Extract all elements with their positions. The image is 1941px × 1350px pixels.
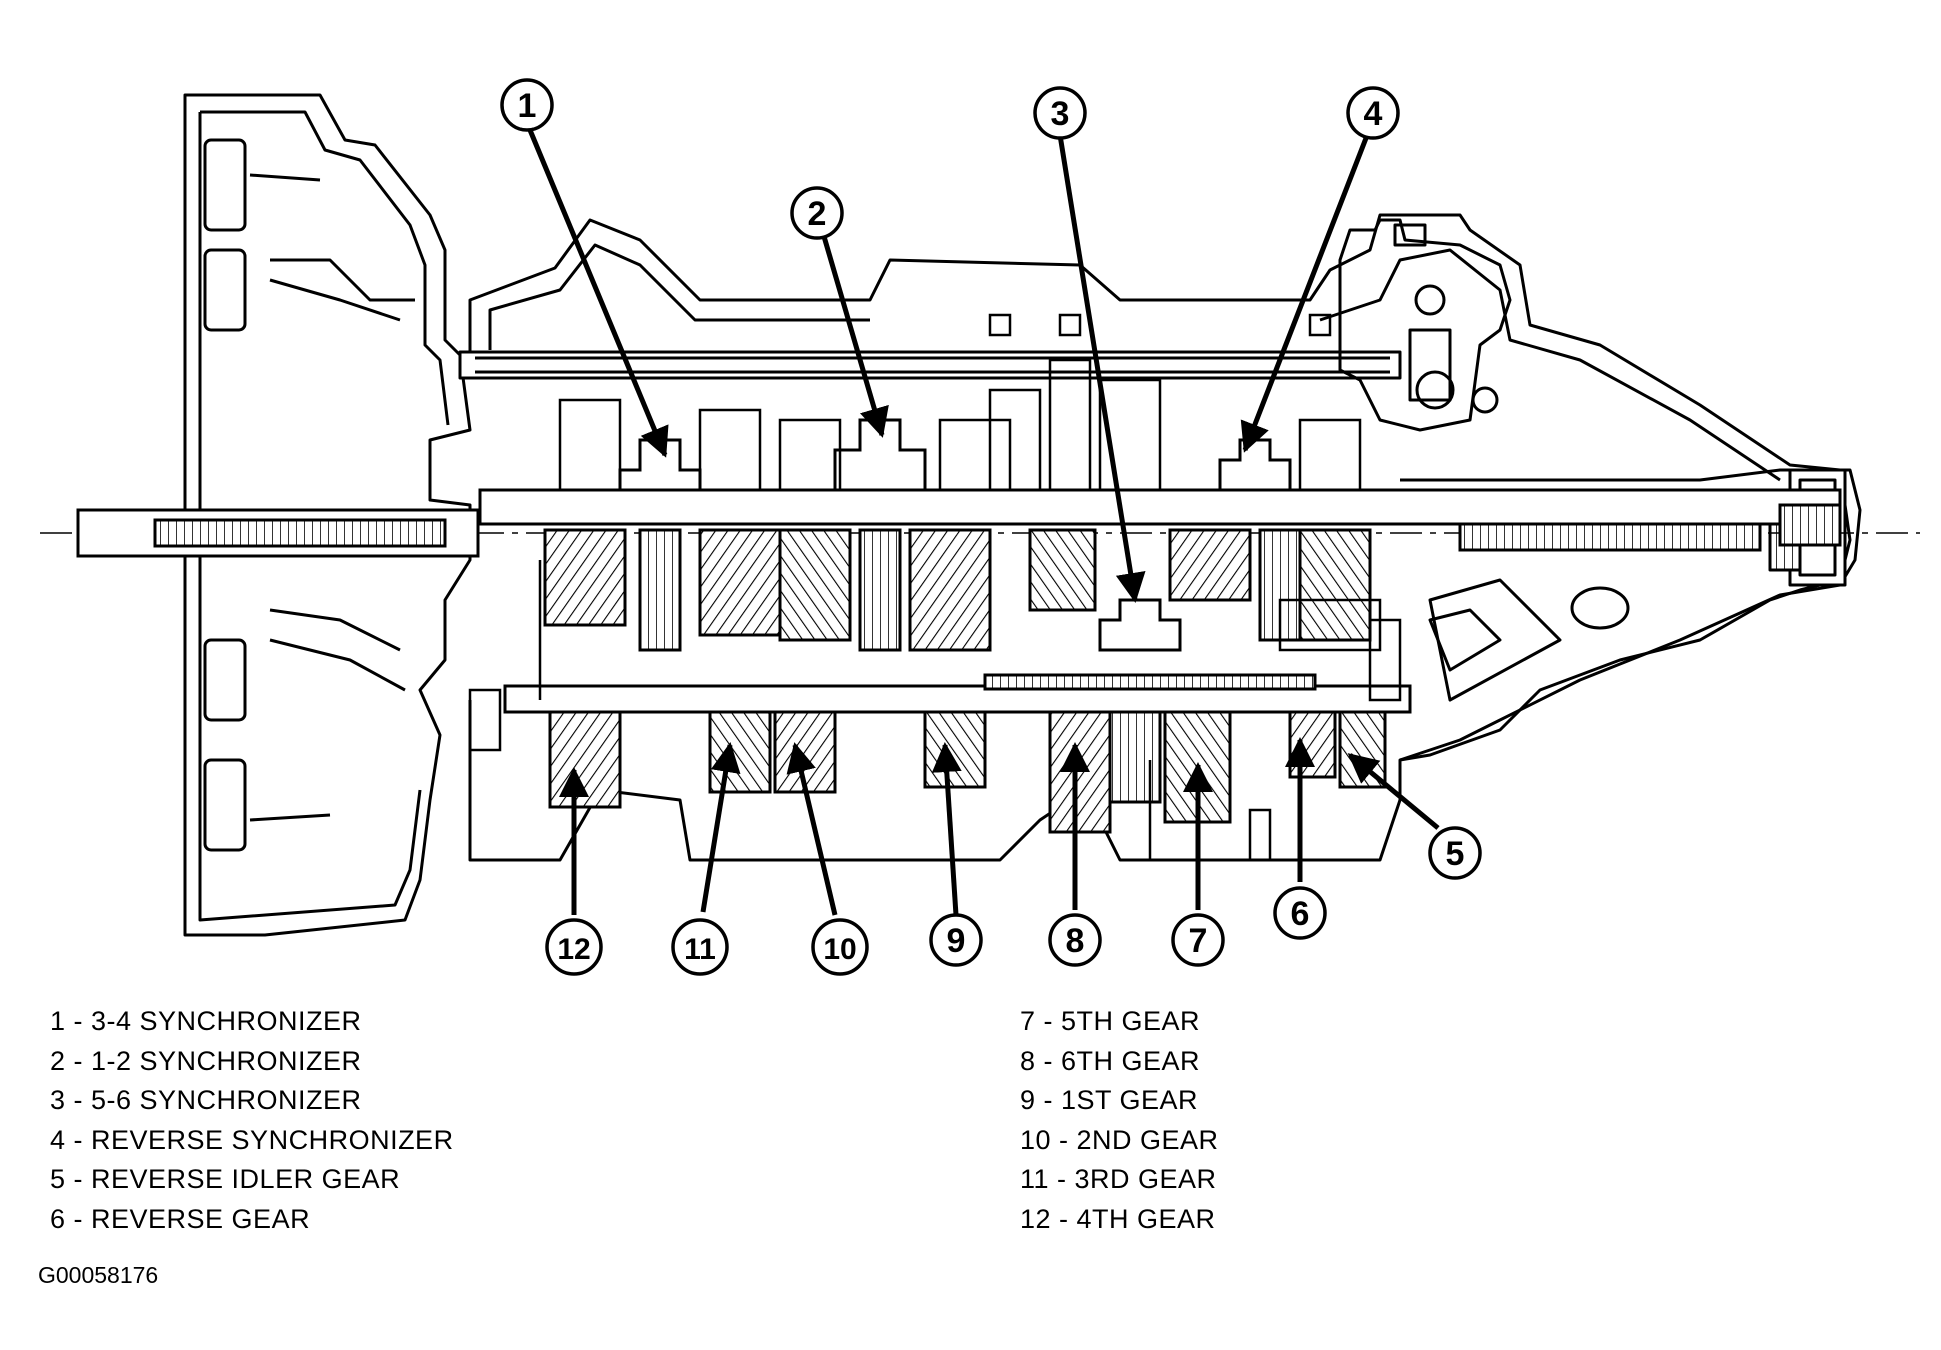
gear-upper — [1168, 528, 1252, 602]
gear-upper — [543, 528, 627, 627]
gear-upper — [698, 528, 782, 637]
callout-7: 7 — [1171, 913, 1225, 967]
legend-item: 9 - 1ST GEAR — [1020, 1085, 1199, 1115]
gear-lower — [1108, 710, 1162, 804]
callout-4: 4 — [1346, 86, 1400, 140]
svg-text:8: 8 — [1066, 922, 1085, 960]
gear-lower — [548, 710, 622, 809]
callout-1: 1 — [500, 78, 554, 132]
legend-item: 12 - 4TH GEAR — [1020, 1203, 1216, 1234]
legend-item: 3 - 5-6 SYNCHRONIZER — [50, 1085, 362, 1115]
callout-11: 11 — [671, 918, 729, 976]
synchronizer-hub — [1218, 438, 1292, 492]
gear-upper — [1028, 528, 1097, 612]
figure-id: G00058176 — [38, 1262, 159, 1288]
legend-item: 7 - 5TH GEAR — [1020, 1006, 1201, 1036]
svg-text:3: 3 — [1051, 95, 1070, 133]
gear-lower — [708, 710, 772, 794]
callout-3: 3 — [1033, 86, 1087, 140]
legend-item: 6 - REVERSE GEAR — [50, 1203, 311, 1234]
svg-text:7: 7 — [1189, 922, 1208, 960]
legend-item: 8 - 6TH GEAR — [1020, 1045, 1201, 1076]
synchronizer-hub — [1098, 598, 1182, 652]
callout-9: 9 — [929, 913, 983, 967]
svg-text:2: 2 — [808, 195, 827, 233]
gear-upper — [908, 528, 992, 652]
legend-item: 11 - 3RD GEAR — [1020, 1164, 1217, 1194]
svg-text:12: 12 — [557, 933, 590, 966]
transmission-cross-section-diagram: 1 2 3 4 5 6 7 8 — [40, 78, 1920, 976]
gear-upper — [1298, 528, 1372, 642]
synchronizer-hub — [833, 418, 927, 492]
gear-lower — [923, 710, 987, 789]
gear-lower — [1288, 710, 1337, 779]
legend-item: 2 - 1-2 SYNCHRONIZER — [50, 1045, 362, 1076]
gear-upper — [858, 528, 902, 652]
bell-housing — [183, 93, 472, 937]
legend-right-column: 7 - 5TH GEAR 8 - 6TH GEAR 9 - 1ST GEAR 1… — [1020, 1002, 1219, 1239]
legend-item: 4 - REVERSE SYNCHRONIZER — [50, 1124, 454, 1155]
svg-text:5: 5 — [1446, 835, 1465, 873]
legend-item: 5 - REVERSE IDLER GEAR — [50, 1164, 401, 1194]
gear-upper — [778, 528, 852, 642]
gear-upper — [638, 528, 682, 652]
shift-tower — [1338, 218, 1512, 432]
callout-5: 5 — [1428, 826, 1482, 880]
callout-6: 6 — [1273, 886, 1327, 940]
shift-rail — [458, 350, 1402, 380]
callout-10: 10 — [811, 918, 869, 976]
callout-12: 12 — [545, 918, 603, 976]
svg-text:10: 10 — [823, 933, 856, 966]
main-shaft — [478, 488, 1842, 526]
legend-item: 1 - 3-4 SYNCHRONIZER — [50, 1006, 362, 1036]
svg-text:11: 11 — [684, 933, 716, 966]
svg-text:9: 9 — [947, 922, 966, 960]
svg-text:4: 4 — [1364, 95, 1383, 133]
callout-8: 8 — [1048, 913, 1102, 967]
gear-lower — [1048, 710, 1112, 834]
svg-text:6: 6 — [1291, 895, 1310, 933]
legend-item: 10 - 2ND GEAR — [1020, 1124, 1219, 1155]
svg-text:1: 1 — [518, 87, 537, 125]
legend-left-column: 1 - 3-4 SYNCHRONIZER 2 - 1-2 SYNCHRONIZE… — [50, 1002, 454, 1239]
callout-2: 2 — [790, 186, 844, 240]
